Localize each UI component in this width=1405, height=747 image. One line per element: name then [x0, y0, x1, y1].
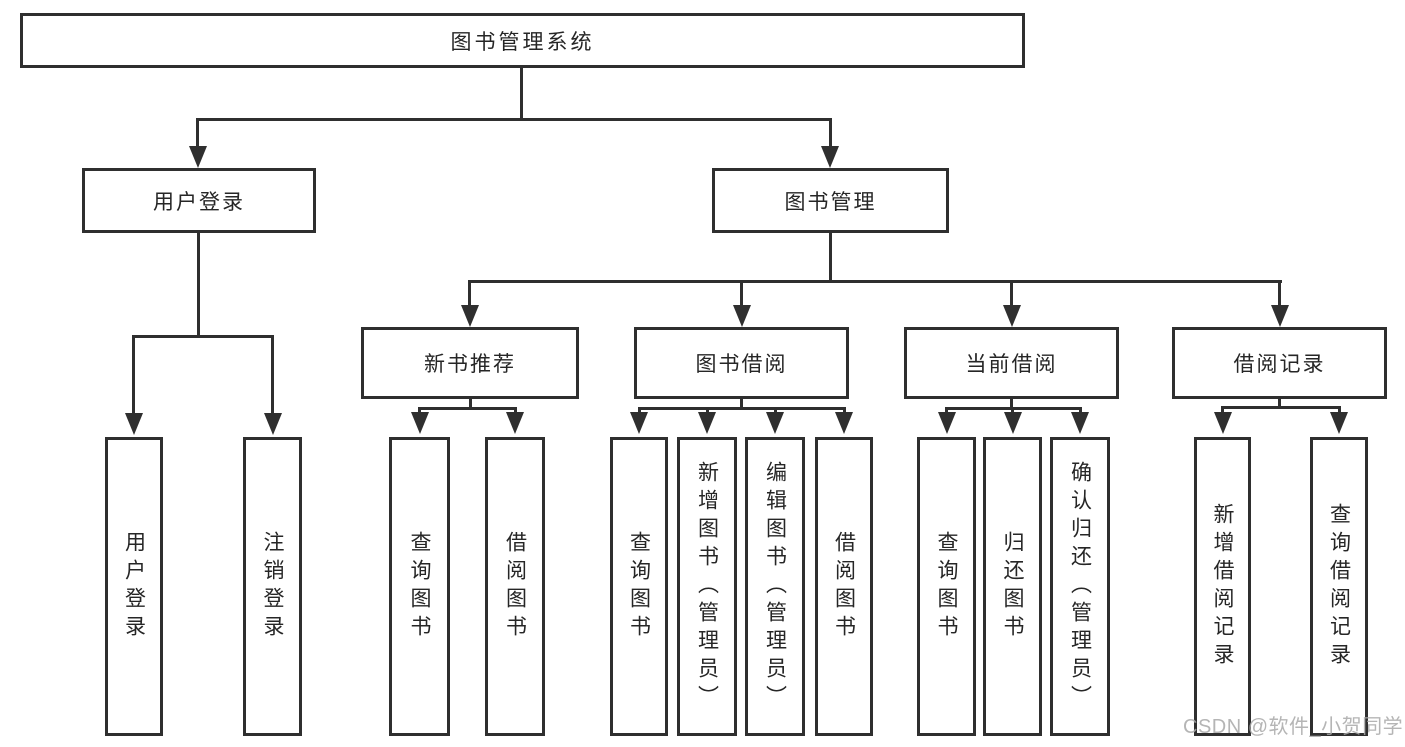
connector-branch-leaf	[1011, 407, 1014, 416]
leaf-current-query-books-label: 查询图书	[935, 530, 958, 643]
leaf-add-books-admin: 新增图书（管理员）	[677, 437, 737, 736]
connector-management-split	[469, 280, 1282, 283]
arrow-down-icon	[835, 412, 853, 434]
arrow-down-icon	[1271, 305, 1289, 327]
connector-branch-book-management	[829, 118, 832, 150]
arrow-down-icon	[506, 412, 524, 434]
leaf-current-query-books: 查询图书	[917, 437, 976, 736]
leaf-borrow-books-label: 借阅图书	[832, 530, 856, 643]
connector-branch-leaf	[774, 407, 777, 416]
node-borrow-records-label: 借阅记录	[1233, 353, 1326, 376]
arrow-down-icon	[125, 413, 143, 435]
node-new-book-recommend-label: 新书推荐	[424, 353, 516, 376]
leaf-recommend-query-books-label: 查询图书	[408, 530, 431, 643]
leaf-recommend-query-books: 查询图书	[389, 437, 450, 736]
connector-branch-leaf	[418, 407, 421, 416]
arrow-down-icon	[264, 413, 282, 435]
connector-branch-recommend	[468, 280, 471, 308]
leaf-confirm-return-admin-label: 确认归还（管理员）	[1068, 460, 1092, 713]
node-borrow-records: 借阅记录	[1172, 327, 1387, 399]
connector-branch-user-login	[196, 118, 199, 150]
leaf-borrow-books: 借阅图书	[815, 437, 873, 736]
connector-root-stem	[520, 68, 523, 118]
arrow-down-icon	[411, 412, 429, 434]
connector-recommend-split	[418, 407, 517, 410]
node-root: 图书管理系统	[20, 13, 1025, 68]
connector-branch-records	[1278, 280, 1281, 308]
connector-records-stem	[1278, 399, 1281, 407]
leaf-user-login-label: 用户登录	[122, 530, 146, 643]
connector-login-split	[132, 335, 274, 338]
connector-branch-leaf	[1338, 406, 1341, 416]
node-current-borrow: 当前借阅	[904, 327, 1119, 399]
node-book-borrow: 图书借阅	[634, 327, 849, 399]
node-book-management-label: 图书管理	[784, 190, 877, 214]
leaf-confirm-return-admin: 确认归还（管理员）	[1050, 437, 1110, 736]
connector-branch-leaf	[1079, 407, 1082, 416]
arrow-down-icon	[1003, 305, 1021, 327]
connector-management-stem	[829, 233, 832, 280]
leaf-logout: 注销登录	[243, 437, 302, 736]
leaf-edit-books-admin: 编辑图书（管理员）	[745, 437, 805, 736]
connector-branch-leaf	[706, 407, 709, 416]
node-book-management: 图书管理	[712, 168, 949, 233]
connector-records-split	[1221, 406, 1340, 409]
connector-root-split	[197, 118, 832, 121]
leaf-recommend-borrow-books: 借阅图书	[485, 437, 545, 736]
node-root-label: 图书管理系统	[450, 30, 595, 54]
arrow-down-icon	[630, 412, 648, 434]
node-current-borrow-label: 当前借阅	[965, 353, 1058, 376]
arrow-down-icon	[938, 412, 956, 434]
connector-branch-leaf	[271, 335, 274, 416]
arrow-down-icon	[821, 146, 839, 168]
arrow-down-icon	[733, 305, 751, 327]
connector-branch-leaf	[945, 407, 948, 416]
leaf-logout-label: 注销登录	[261, 530, 284, 643]
leaf-add-books-admin-label: 新增图书（管理员）	[695, 460, 719, 713]
connector-current-stem	[1010, 399, 1013, 407]
connector-branch-borrow	[740, 280, 743, 308]
node-user-login-label: 用户登录	[153, 190, 245, 214]
leaf-add-borrow-record-label: 新增借阅记录	[1211, 502, 1234, 671]
leaf-query-borrow-record-label: 查询借阅记录	[1327, 502, 1351, 671]
node-book-borrow-label: 图书借阅	[695, 353, 788, 376]
connector-login-stem	[197, 233, 200, 335]
arrow-down-icon	[766, 412, 784, 434]
arrow-down-icon	[1004, 412, 1022, 434]
leaf-return-books-label: 归还图书	[1001, 530, 1024, 643]
arrow-down-icon	[1071, 412, 1089, 434]
connector-branch-current	[1010, 280, 1013, 308]
connector-branch-leaf	[638, 407, 641, 416]
connector-borrow-split	[638, 407, 845, 410]
node-new-book-recommend: 新书推荐	[361, 327, 579, 399]
arrow-down-icon	[1214, 412, 1232, 434]
connector-branch-leaf	[514, 407, 517, 416]
leaf-add-borrow-record: 新增借阅记录	[1194, 437, 1251, 736]
connector-branch-leaf	[843, 407, 846, 416]
leaf-return-books: 归还图书	[983, 437, 1042, 736]
leaf-recommend-borrow-books-label: 借阅图书	[503, 530, 527, 643]
connector-borrow-stem	[740, 399, 743, 407]
node-user-login: 用户登录	[82, 168, 316, 233]
watermark: CSDN @软件_小贺同学	[1183, 716, 1404, 738]
arrow-down-icon	[698, 412, 716, 434]
leaf-borrow-query-books-label: 查询图书	[627, 530, 651, 643]
connector-branch-leaf	[132, 335, 135, 416]
leaf-borrow-query-books: 查询图书	[610, 437, 668, 736]
connector-branch-leaf	[1221, 406, 1224, 416]
leaf-query-borrow-record: 查询借阅记录	[1310, 437, 1368, 736]
arrow-down-icon	[1330, 412, 1348, 434]
leaf-edit-books-admin-label: 编辑图书（管理员）	[763, 460, 787, 713]
arrow-down-icon	[461, 305, 479, 327]
leaf-user-login: 用户登录	[105, 437, 163, 736]
connector-recommend-stem	[469, 399, 472, 407]
arrow-down-icon	[189, 146, 207, 168]
